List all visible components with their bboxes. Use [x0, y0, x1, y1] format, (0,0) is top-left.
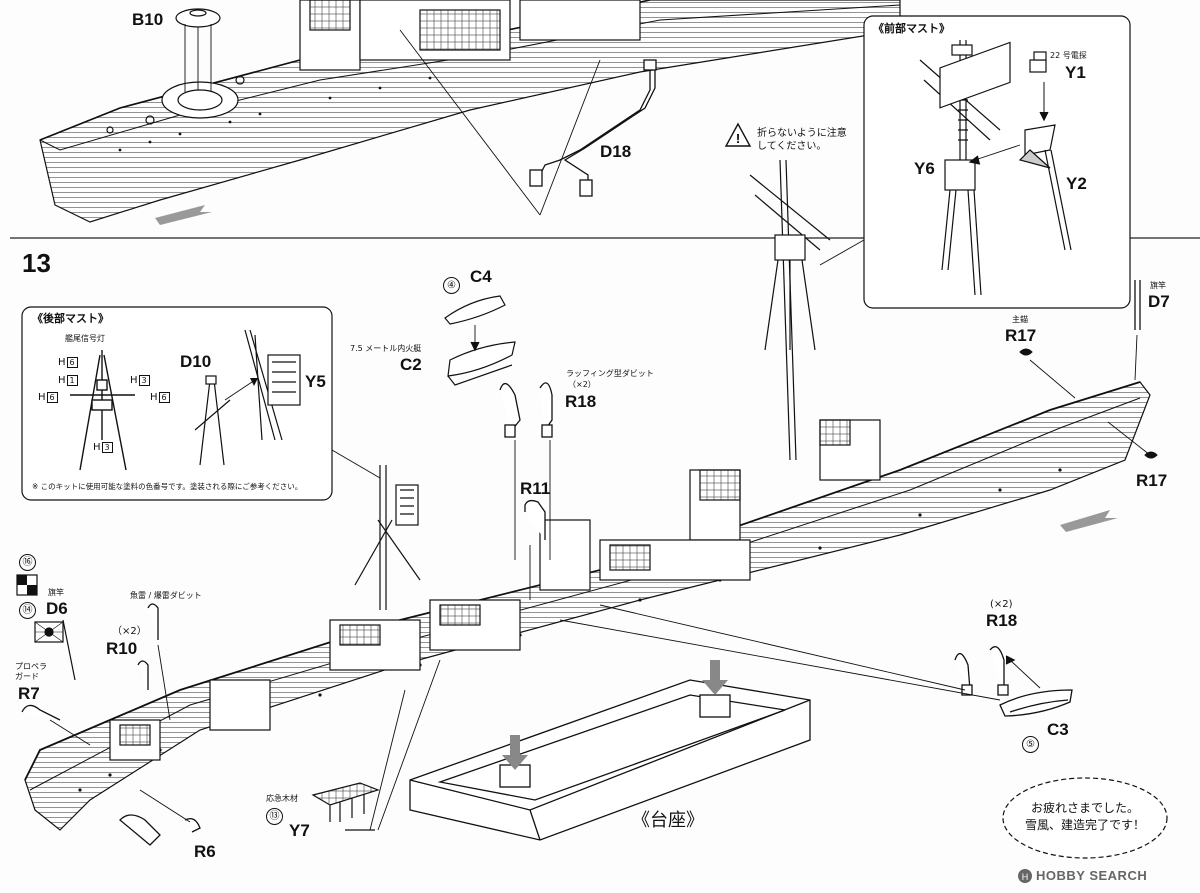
- c2-note: 7.5 メートル内火艇: [350, 344, 422, 353]
- d18-part: [399, 29, 657, 216]
- label-d7: D7: [1148, 292, 1170, 311]
- fore-mast-title: 《前部マスト》: [873, 22, 950, 35]
- label-r10: R10: [106, 639, 138, 658]
- stand-label: 《台座》: [632, 810, 704, 831]
- closing-message: お疲れさまでした。 雪風、建造完了です！: [1024, 801, 1145, 833]
- c3-color-ref: ⑤: [1022, 734, 1039, 753]
- r18-top-count: （×2）: [568, 380, 596, 389]
- label-r17-b: R17: [1136, 471, 1168, 490]
- label-y5: Y5: [305, 372, 326, 391]
- label-y6: Y6: [914, 159, 935, 178]
- r10-note: 魚雷 / 爆雷ダビット: [130, 591, 202, 600]
- r18-top-davits: [499, 382, 553, 560]
- label-y1: Y1: [1065, 63, 1086, 82]
- y1-note: 22 号電探: [1050, 51, 1087, 60]
- ship-aft-mast: [354, 465, 421, 610]
- r11-part: [524, 499, 546, 600]
- boats-c4-c2: [444, 295, 516, 386]
- label-d10: D10: [180, 352, 212, 371]
- r7-note: プロペラ ガード: [15, 662, 47, 681]
- label-c2: C2: [400, 355, 422, 374]
- svg-text:H: H: [1022, 872, 1029, 882]
- d6-flag: [16, 574, 76, 681]
- label-r17-a: R17: [1005, 326, 1037, 345]
- r10-davits: [137, 603, 171, 721]
- label-d6: D6: [46, 599, 68, 618]
- warning-icon: [724, 122, 752, 147]
- ship-fore-mast: [749, 159, 831, 461]
- r18-bottom-count: (×2): [990, 599, 1013, 610]
- d6-note: 旗竿: [48, 588, 64, 597]
- speech-bubble: [1002, 777, 1168, 859]
- r18-bottom-c3: [559, 604, 1073, 717]
- label-b10: B10: [132, 10, 164, 29]
- fore-mast-box: !: [724, 15, 1131, 309]
- r6-part: [119, 789, 201, 846]
- label-r11: R11: [520, 479, 551, 498]
- label-r7: R7: [18, 684, 40, 703]
- svg-text:!: !: [736, 131, 740, 146]
- r10-count: （×2）: [112, 626, 147, 637]
- label-c4: C4: [470, 267, 492, 286]
- y7-color-ref: ⑬: [266, 806, 283, 825]
- stern-lamp-label: 艦尾信号灯: [65, 334, 105, 343]
- top-ship: [39, 0, 901, 225]
- r17-anchors: [1019, 348, 1158, 459]
- label-r18-bottom: R18: [986, 611, 1018, 630]
- label-r18-top: R18: [565, 392, 597, 411]
- c4-color-ref: ④: [443, 275, 460, 294]
- label-d18: D18: [600, 142, 632, 161]
- d7-note: 旗竿: [1150, 281, 1166, 290]
- r17-a-note: 主錨: [1012, 315, 1028, 324]
- paint-footnote: ※ このキットに使用可能な塗料の色番号です。塗装される際にご参考ください。: [32, 482, 303, 491]
- main-ship: [24, 41, 1151, 831]
- step-number: 13: [22, 248, 51, 278]
- aft-mast-title: 《後部マスト》: [32, 312, 109, 325]
- d6-color-ref-b: ⑭: [19, 600, 36, 619]
- label-r6: R6: [194, 842, 216, 861]
- watermark-logo: H: [1018, 869, 1032, 883]
- y7-timber: [311, 659, 441, 831]
- label-y7: Y7: [289, 821, 310, 840]
- stand: [409, 660, 811, 841]
- aft-mast-box: [21, 306, 381, 501]
- label-y2: Y2: [1066, 174, 1087, 193]
- d6-color-ref-a: ⑯: [19, 552, 36, 571]
- label-c3: C3: [1047, 720, 1069, 739]
- y7-note: 応急木材: [266, 794, 298, 803]
- r18-top-note: ラッフィング型ダビット: [566, 369, 654, 378]
- watermark-text: HOBBY SEARCH: [1036, 868, 1148, 883]
- warning-text: 折らないように注意 してください。: [757, 128, 847, 152]
- d7-flagpole: [1134, 280, 1141, 381]
- r7-guard: [21, 704, 91, 746]
